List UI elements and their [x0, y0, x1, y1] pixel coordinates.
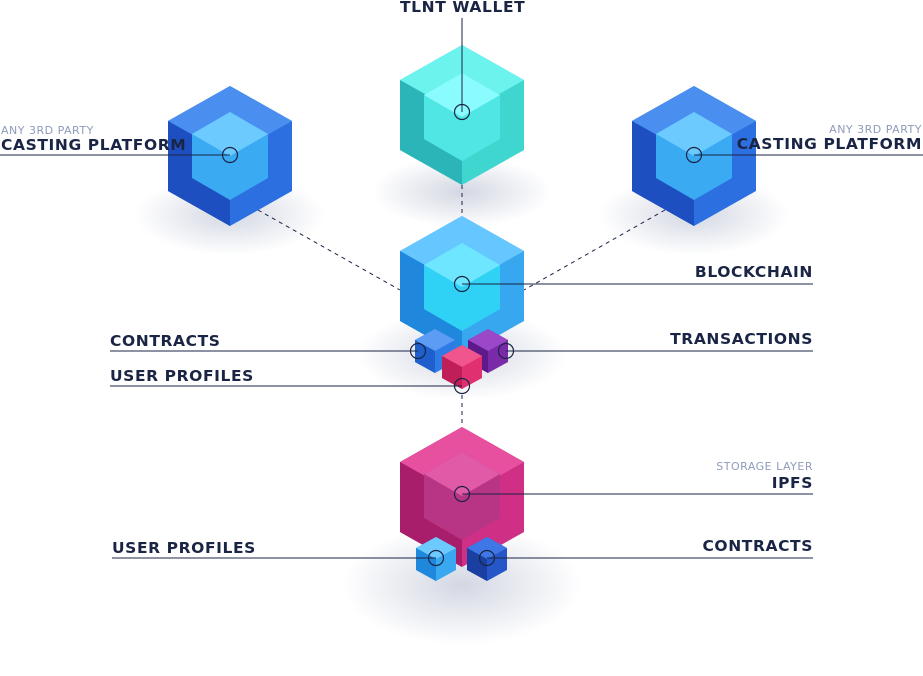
label-tlnt-wallet: TLNT WALLET [400, 0, 526, 16]
leader-lines [0, 18, 923, 559]
label-storage-layer: STORAGE LAYER [716, 460, 813, 473]
label-ipfs: IPFS [771, 474, 813, 492]
profiles-bottom-small-cube [416, 537, 456, 581]
contracts-bottom-small-cube [467, 537, 507, 581]
label-left-casting-platform: CASTING PLATFORM [1, 136, 187, 154]
profiles-small-cube [442, 345, 482, 389]
ipfs-cube [400, 427, 524, 567]
label-user-profiles-top: USER PROFILES [110, 367, 254, 385]
label-user-profiles-bottom: USER PROFILES [112, 539, 256, 557]
left-platform-cube [168, 86, 292, 226]
label-right-platform-sub: ANY 3RD PARTY [829, 123, 922, 136]
right-platform-cube [632, 86, 756, 226]
label-blockchain: BLOCKCHAIN [694, 263, 813, 281]
label-contracts-top: CONTRACTS [110, 332, 221, 350]
label-contracts-bottom: CONTRACTS [702, 537, 813, 555]
marker-circles [221, 103, 703, 567]
blockchain-cube [400, 216, 524, 356]
label-right-casting-platform: CASTING PLATFORM [736, 135, 922, 153]
label-transactions: TRANSACTIONS [670, 330, 813, 348]
label-left-platform-sub: ANY 3RD PARTY [1, 124, 94, 137]
